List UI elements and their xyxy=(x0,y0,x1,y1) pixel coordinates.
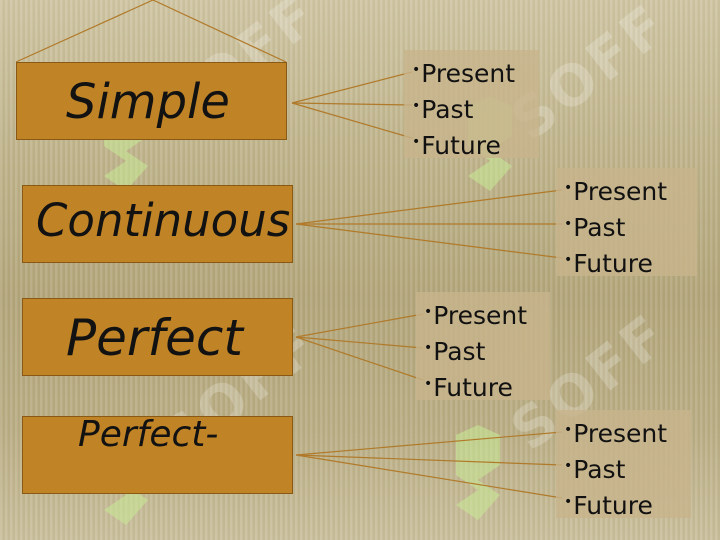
forms-list-continuous: •Present •Past •Future xyxy=(556,168,697,278)
connector-perfectcont-present xyxy=(295,431,563,456)
form-label: Present xyxy=(421,59,516,88)
tense-box-perfect xyxy=(22,298,293,376)
tense-label-simple: Simple xyxy=(66,74,230,130)
connector-simple-past xyxy=(291,102,413,106)
list-item: •Past xyxy=(412,95,474,124)
form-label: Past xyxy=(573,455,626,484)
tense-box-simple xyxy=(16,62,287,140)
form-label: Past xyxy=(421,95,474,124)
connector-perfect-future xyxy=(295,336,424,381)
form-label: Future xyxy=(421,131,501,160)
forms-list-simple: •Present •Past •Future xyxy=(404,50,539,160)
connector-continuous-future xyxy=(295,223,563,259)
tense-label-perfect: Perfect xyxy=(66,309,243,367)
connector-simple-present xyxy=(291,71,413,104)
forms-list-perfect: •Present •Past •Future xyxy=(416,292,550,402)
form-label: Present xyxy=(573,177,668,206)
form-label: Present xyxy=(433,301,528,330)
list-item: •Future xyxy=(564,249,653,278)
list-item: •Future xyxy=(412,131,501,160)
connector-simple-future xyxy=(291,102,413,139)
form-label: Present xyxy=(573,419,668,448)
list-item: •Present xyxy=(564,419,668,448)
apex-line-left xyxy=(15,0,154,63)
list-item: •Past xyxy=(564,213,626,242)
form-label: Future xyxy=(573,491,653,520)
tense-box-continuous xyxy=(22,185,293,263)
list-item: •Future xyxy=(424,373,513,402)
connector-perfect-present xyxy=(295,313,424,338)
tense-label-continuous: Continuous xyxy=(36,194,291,247)
connector-perfectcont-future xyxy=(295,454,563,499)
connector-perfect-past xyxy=(295,336,424,349)
connector-perfectcont-past xyxy=(295,454,563,466)
connector-continuous-present xyxy=(295,189,563,225)
form-label: Future xyxy=(573,249,653,278)
list-item: •Future xyxy=(564,491,653,520)
list-item: •Present xyxy=(424,301,528,330)
list-item: •Present xyxy=(564,177,668,206)
tense-box-perfect-continuous xyxy=(22,416,293,494)
form-label: Future xyxy=(433,373,513,402)
list-item: •Present xyxy=(412,59,516,88)
forms-list-perfect-continuous: •Present •Past •Future xyxy=(556,410,691,520)
apex-line-right xyxy=(152,0,287,63)
list-item: •Past xyxy=(424,337,486,366)
form-label: Past xyxy=(573,213,626,242)
form-label: Past xyxy=(433,337,486,366)
tense-label-perfect-continuous: Perfect- xyxy=(78,414,219,455)
list-item: •Past xyxy=(564,455,626,484)
